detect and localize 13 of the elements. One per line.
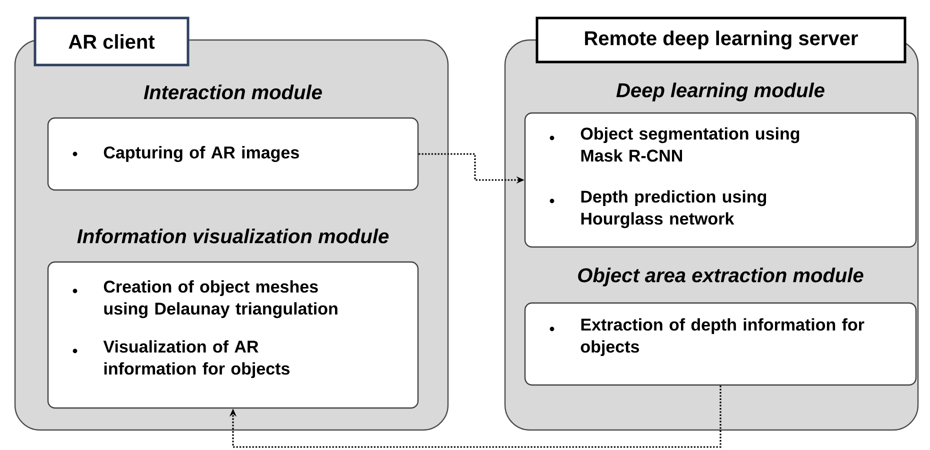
heading: Object area extraction module bbox=[578, 268, 864, 286]
heading: Interaction module bbox=[144, 84, 322, 100]
bullet-text: Extraction of depth information for objects bbox=[580, 318, 864, 356]
heading: Deep learning module bbox=[616, 82, 824, 102]
title-tab: AR client bbox=[34, 16, 190, 66]
bullet-text: Depth prediction using Hourglass network bbox=[581, 190, 766, 228]
bullet-text: Creation of object meshes using Delaunay triangulation bbox=[104, 280, 338, 318]
bullet-text: Object segmentation using Mask R-CNN bbox=[580, 127, 800, 162]
bullet-text: Visualization of AR information for objects bbox=[103, 340, 290, 378]
bullet-text: Capturing of AR images bbox=[104, 146, 299, 162]
connector-arrow bbox=[229, 386, 722, 448]
title-tab: Remote deep learning server bbox=[536, 16, 906, 64]
heading: Information visualization module bbox=[77, 228, 389, 244]
